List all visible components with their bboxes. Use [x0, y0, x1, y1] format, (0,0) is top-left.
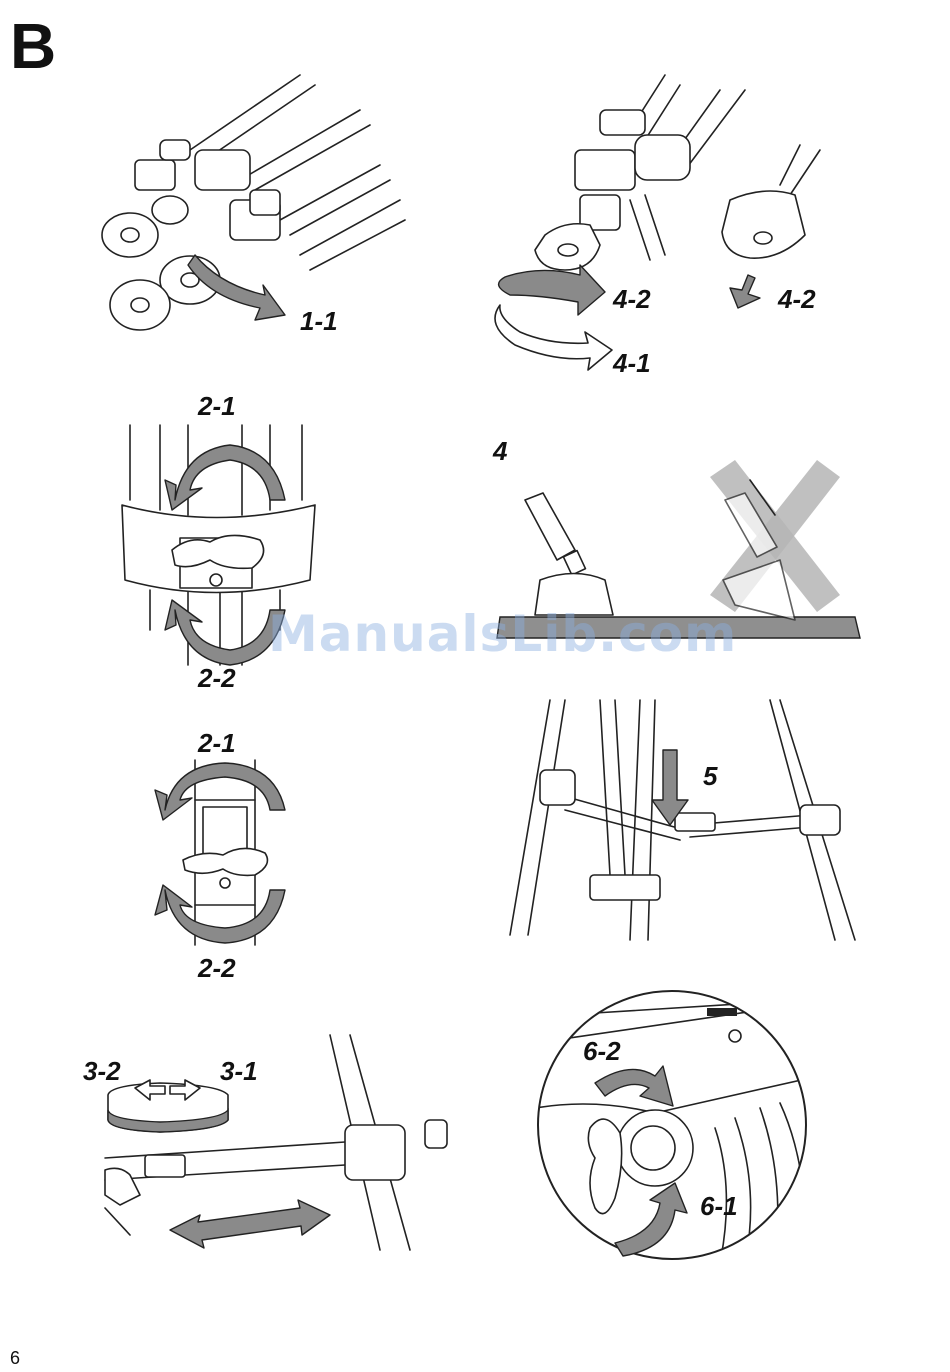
page-number: 6: [10, 1348, 20, 1369]
section-letter: B: [10, 14, 56, 78]
step-label-2-2-b: 2-2: [198, 955, 236, 981]
watermark: ManualsLib.com: [268, 605, 737, 663]
step-label-4-1: 4-1: [613, 350, 651, 376]
step-label-2-1-a: 2-1: [198, 393, 236, 419]
step-label-1-1: 1-1: [300, 308, 338, 334]
step-label-6-1: 6-1: [700, 1193, 738, 1219]
step-label-4-2-b: 4-2: [778, 286, 816, 312]
step-label-2-2-a: 2-2: [198, 665, 236, 691]
step-label-4-2-a: 4-2: [613, 286, 651, 312]
figure-leg-clamp-narrow: [155, 755, 295, 950]
step-label-6-2: 6-2: [583, 1038, 621, 1064]
figure-folded-legs: [100, 70, 410, 350]
figure-remove-feet: [480, 70, 840, 380]
step-label-5: 5: [703, 763, 717, 789]
figure-lock-knob-detail: [535, 988, 810, 1263]
step-label-2-1-b: 2-1: [198, 730, 236, 756]
figure-spreader-length: [100, 1030, 470, 1260]
figure-spreader: [480, 695, 880, 945]
